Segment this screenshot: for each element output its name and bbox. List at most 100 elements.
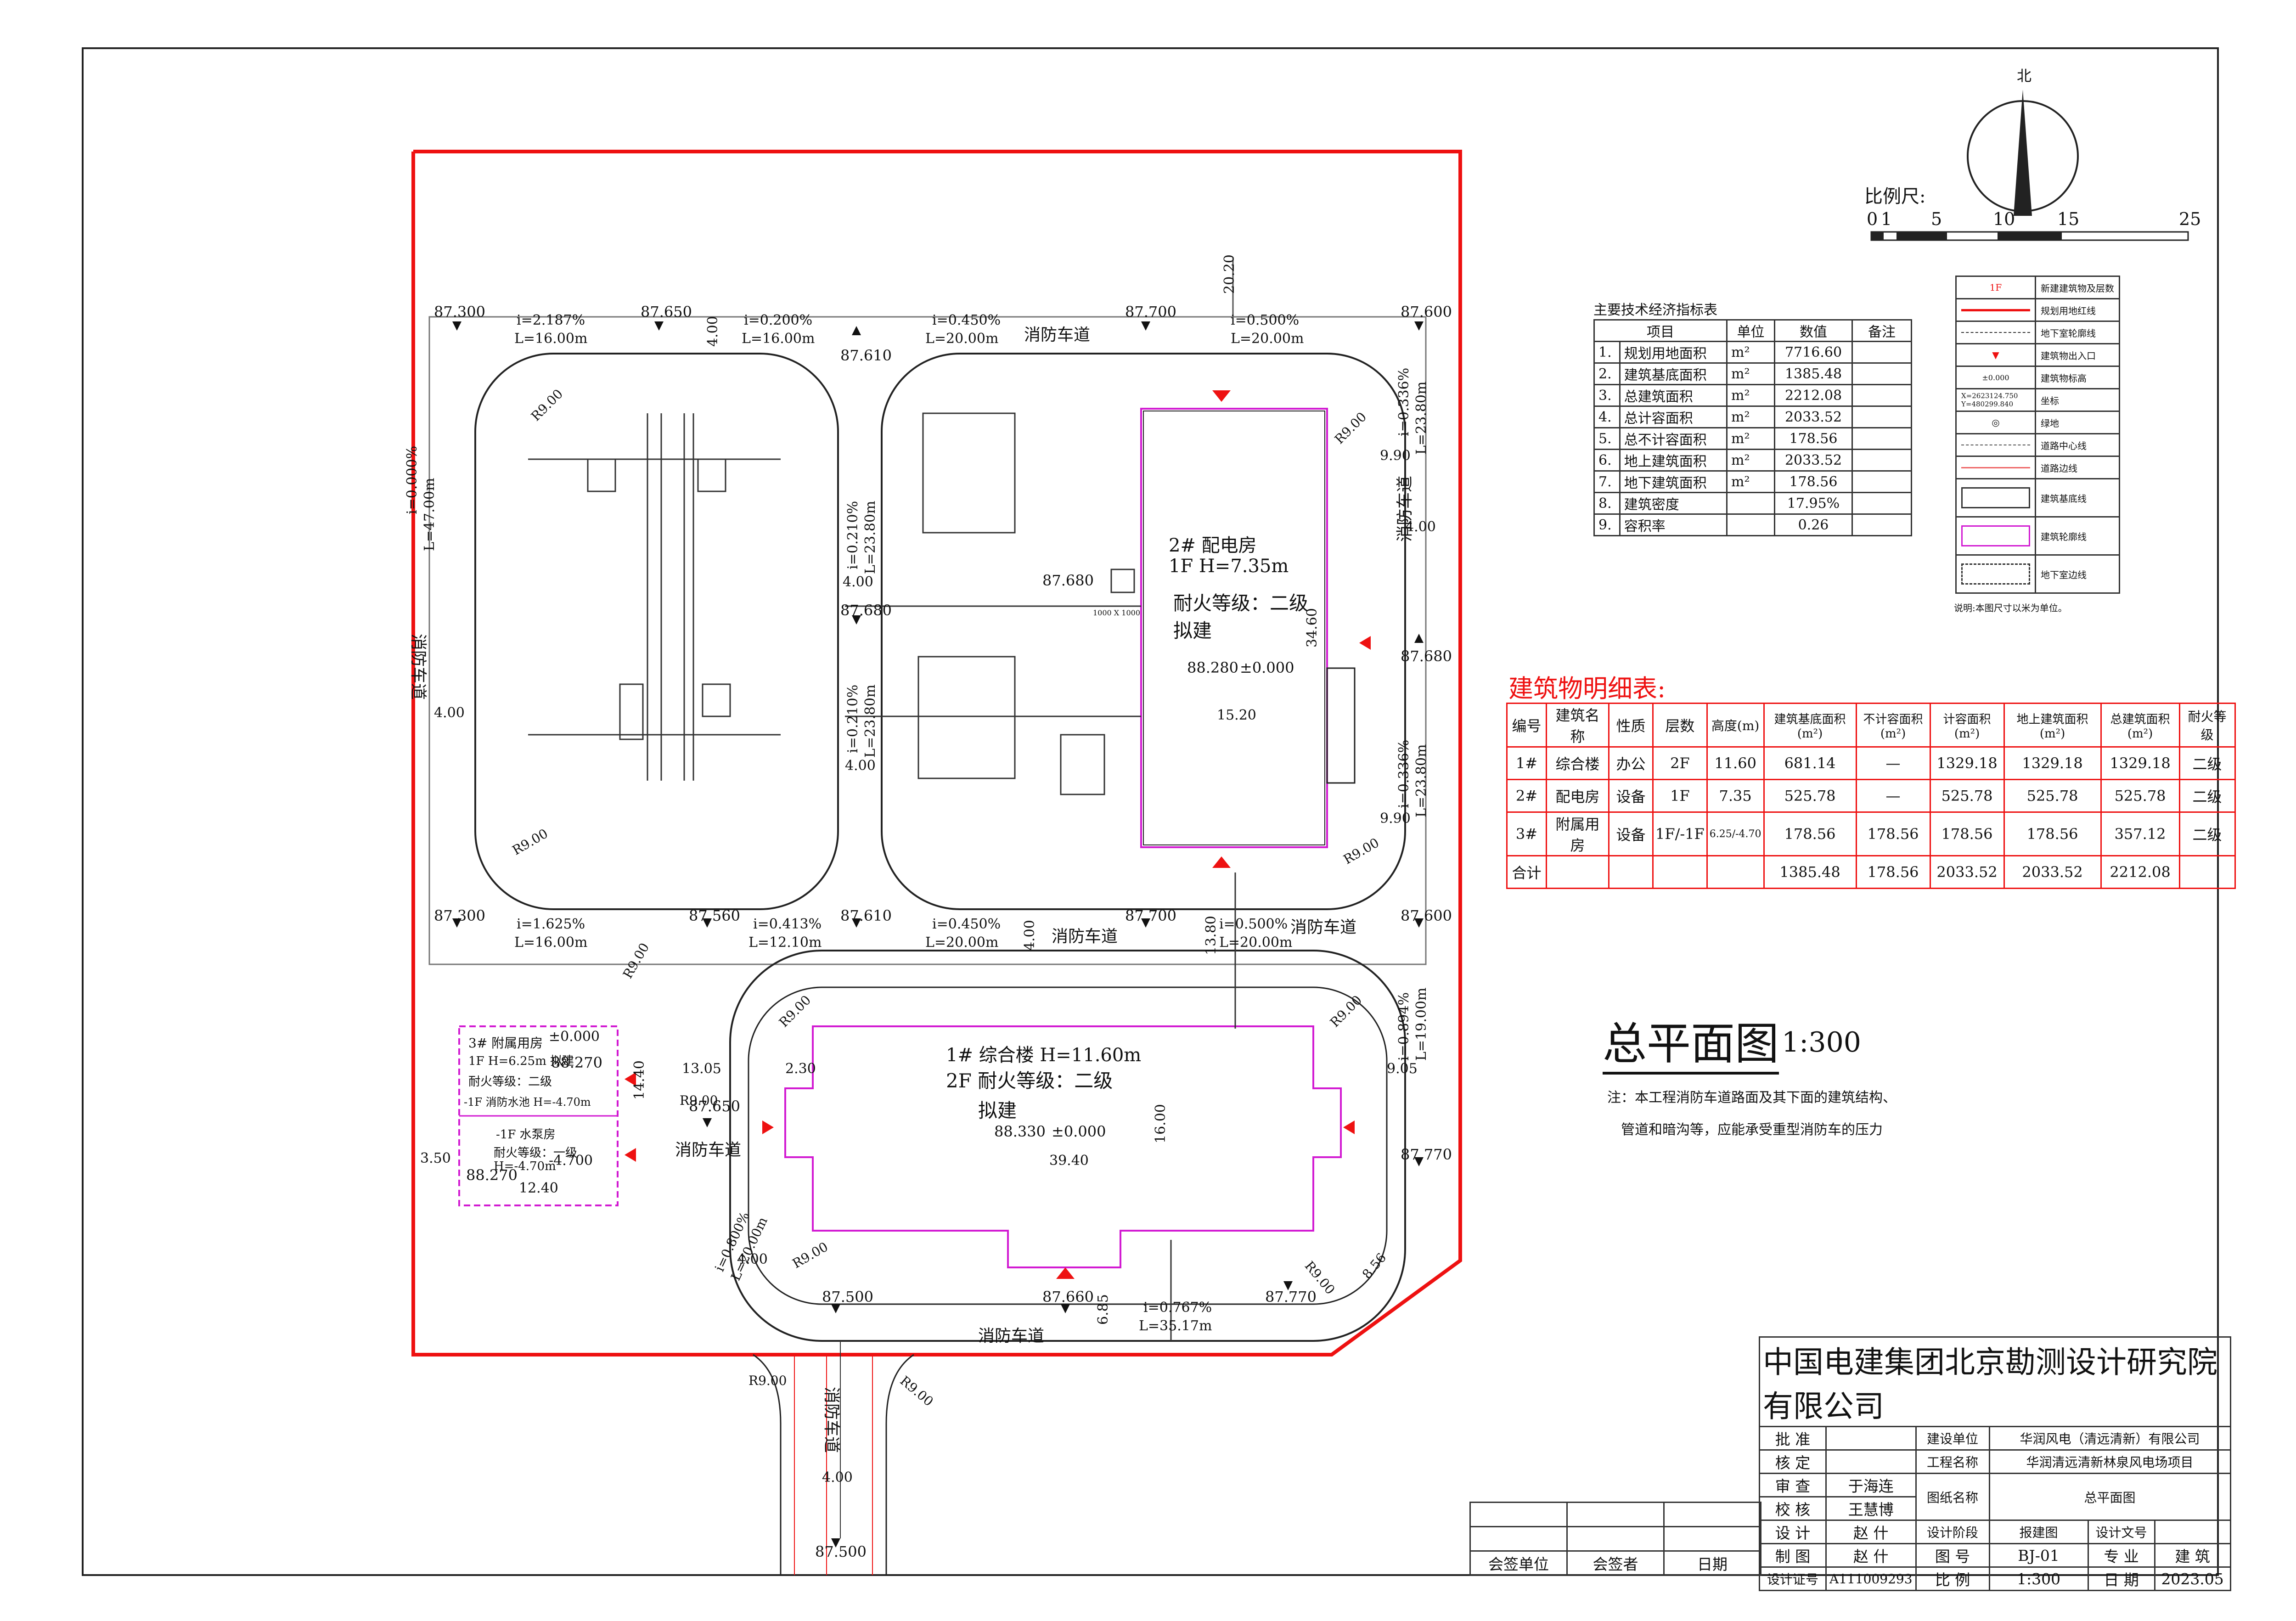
- cell: 357.12: [2100, 811, 2180, 856]
- company-name: 中国电建集团北京勘测设计研究院有限公司: [1759, 1336, 2231, 1427]
- cell: —: [1855, 779, 1931, 813]
- build-header: 性质: [1608, 703, 1654, 748]
- dim-label: 9.90: [1380, 810, 1411, 827]
- tb-client: 华润风电（清远清新）有限公司: [1988, 1426, 2231, 1451]
- tech-num: 3.: [1593, 384, 1621, 407]
- building-2-name: 2# 配电房: [1169, 535, 1257, 556]
- cell: 办公: [1608, 746, 1654, 780]
- tb-stage-label: 设计阶段: [1915, 1520, 1990, 1544]
- grade-label: i=0.200%: [744, 312, 813, 328]
- building-1-elev: ±0.000: [1052, 1123, 1106, 1140]
- tech-header: 数值: [1774, 319, 1853, 342]
- dim-label: 39.40: [1049, 1153, 1089, 1169]
- cell: 11.60: [1706, 746, 1765, 780]
- tech-val: 178.56: [1774, 427, 1853, 450]
- tb-stage: 报建图: [1988, 1520, 2089, 1544]
- fire-road-label: 消防车道: [1024, 326, 1091, 344]
- tech-num: 5.: [1593, 427, 1621, 450]
- cell: 178.56: [1855, 811, 1931, 856]
- radius-label: R9.00: [748, 1373, 787, 1388]
- build-header: 计容面积(m²): [1929, 703, 2005, 748]
- legend-sample-x: X=2623124.750: [1961, 392, 2018, 400]
- grade-label: i=0.450%: [932, 312, 1001, 328]
- tb-check: 校 核: [1759, 1496, 1827, 1521]
- cell: 配电房: [1546, 779, 1609, 813]
- tech-header: 单位: [1726, 319, 1775, 342]
- legend-item: 绿地: [2035, 411, 2120, 434]
- fire-road-label: 消防车道: [1396, 475, 1414, 542]
- dim-label: 4.00: [843, 574, 873, 590]
- building-table-title: 建筑物明细表:: [1508, 674, 1666, 703]
- tech-header: 项目: [1593, 319, 1728, 342]
- tech-val: 7716.60: [1774, 341, 1853, 364]
- dim-label: 14.40: [631, 1060, 647, 1100]
- grade-label: i=0.336%: [1396, 367, 1412, 436]
- building-2-outline: [1140, 408, 1328, 848]
- dim-label: 4.00: [1022, 920, 1038, 951]
- tb-client-label: 建设单位: [1915, 1426, 1990, 1451]
- lower-road-loop: [729, 950, 1406, 1342]
- cell: 1329.18: [1929, 746, 2005, 780]
- tb-date: 2023.05: [2154, 1566, 2231, 1591]
- building-1-status: 拟建: [978, 1099, 1017, 1122]
- plan-scale: 1:300: [1782, 1026, 1861, 1058]
- grade-label: L=16.00m: [514, 331, 588, 347]
- legend-sample-elev: ±0.000: [1955, 366, 2036, 389]
- tree-icon: ◎: [1955, 411, 2036, 434]
- elev-label: 87.700: [1125, 303, 1176, 321]
- tech-item: 地下建筑面积: [1619, 470, 1728, 493]
- fire-road-label: 消防车道: [1052, 927, 1118, 946]
- elev-label: 87.680: [1042, 572, 1094, 589]
- tb-drawing-label: 图纸名称: [1915, 1473, 1990, 1521]
- tb-designer: 赵 什: [1825, 1520, 1917, 1544]
- cell: 3#: [1506, 811, 1547, 856]
- tb-design: 设 计: [1759, 1520, 1827, 1544]
- cell: 二级: [2178, 746, 2236, 780]
- grade-label: L=20.00m: [925, 934, 999, 951]
- entrance-arrows: [625, 390, 1371, 1279]
- elev-label: 87.600: [1401, 907, 1452, 924]
- fire-road-label: 消防车道: [978, 1327, 1045, 1345]
- elev-label: 87.610: [840, 907, 892, 924]
- cell: 178.56: [1763, 811, 1857, 856]
- tb-drawing: 总平面图: [1988, 1473, 2231, 1521]
- building-3-name: 3# 附属用房: [468, 1036, 543, 1051]
- tech-val: 2033.52: [1774, 405, 1853, 428]
- tech-unit: m²: [1726, 470, 1775, 493]
- cell: 合计: [1506, 855, 1547, 889]
- cell: 178.56: [2003, 811, 2102, 856]
- elev-label: 87.700: [1125, 907, 1176, 924]
- legend-item: 建筑物出入口: [2035, 343, 2120, 367]
- dim-label: 13.05: [682, 1061, 721, 1077]
- cell: 2033.52: [2003, 855, 2102, 889]
- tech-val: 2212.08: [1774, 384, 1853, 407]
- building-2-status: 拟建: [1173, 619, 1212, 642]
- build-header: 不计容面积(m²): [1855, 703, 1931, 748]
- tech-title: 主要技术经济指标表: [1593, 302, 1717, 318]
- grade-label: L=20.00m: [1219, 934, 1293, 951]
- access-road-edges: [753, 1354, 914, 1575]
- tech-item: 总计容面积: [1619, 405, 1728, 428]
- dim-label: 15.20: [1217, 707, 1256, 723]
- fire-road-label: 消防车道: [675, 1141, 742, 1159]
- build-header: 建筑基底面积(m²): [1763, 703, 1857, 748]
- sign-unit: 会签单位: [1469, 1550, 1568, 1576]
- cell: 7.35: [1706, 779, 1765, 813]
- legend-sample-1f: 1F: [1989, 282, 2002, 293]
- grade-label: i=0.500%: [1231, 312, 1300, 328]
- dim-label: 6.85: [1095, 1294, 1111, 1325]
- sign-block: 会签单位 会签者 日期: [1469, 1502, 1761, 1576]
- fire-road-label: 消防车道: [409, 634, 428, 700]
- dim-label: 4.00: [845, 758, 876, 774]
- elev-label: 87.600: [1401, 303, 1452, 321]
- fire-road-label: 消防车道: [1290, 918, 1357, 937]
- tb-docno-label: 设计文号: [2087, 1520, 2155, 1544]
- cell: —: [1855, 746, 1931, 780]
- grade-label: i=2.187%: [517, 312, 585, 328]
- cell: 1385.48: [1763, 855, 1857, 889]
- cell: 525.78: [1763, 779, 1857, 813]
- tech-num: 2.: [1593, 362, 1621, 385]
